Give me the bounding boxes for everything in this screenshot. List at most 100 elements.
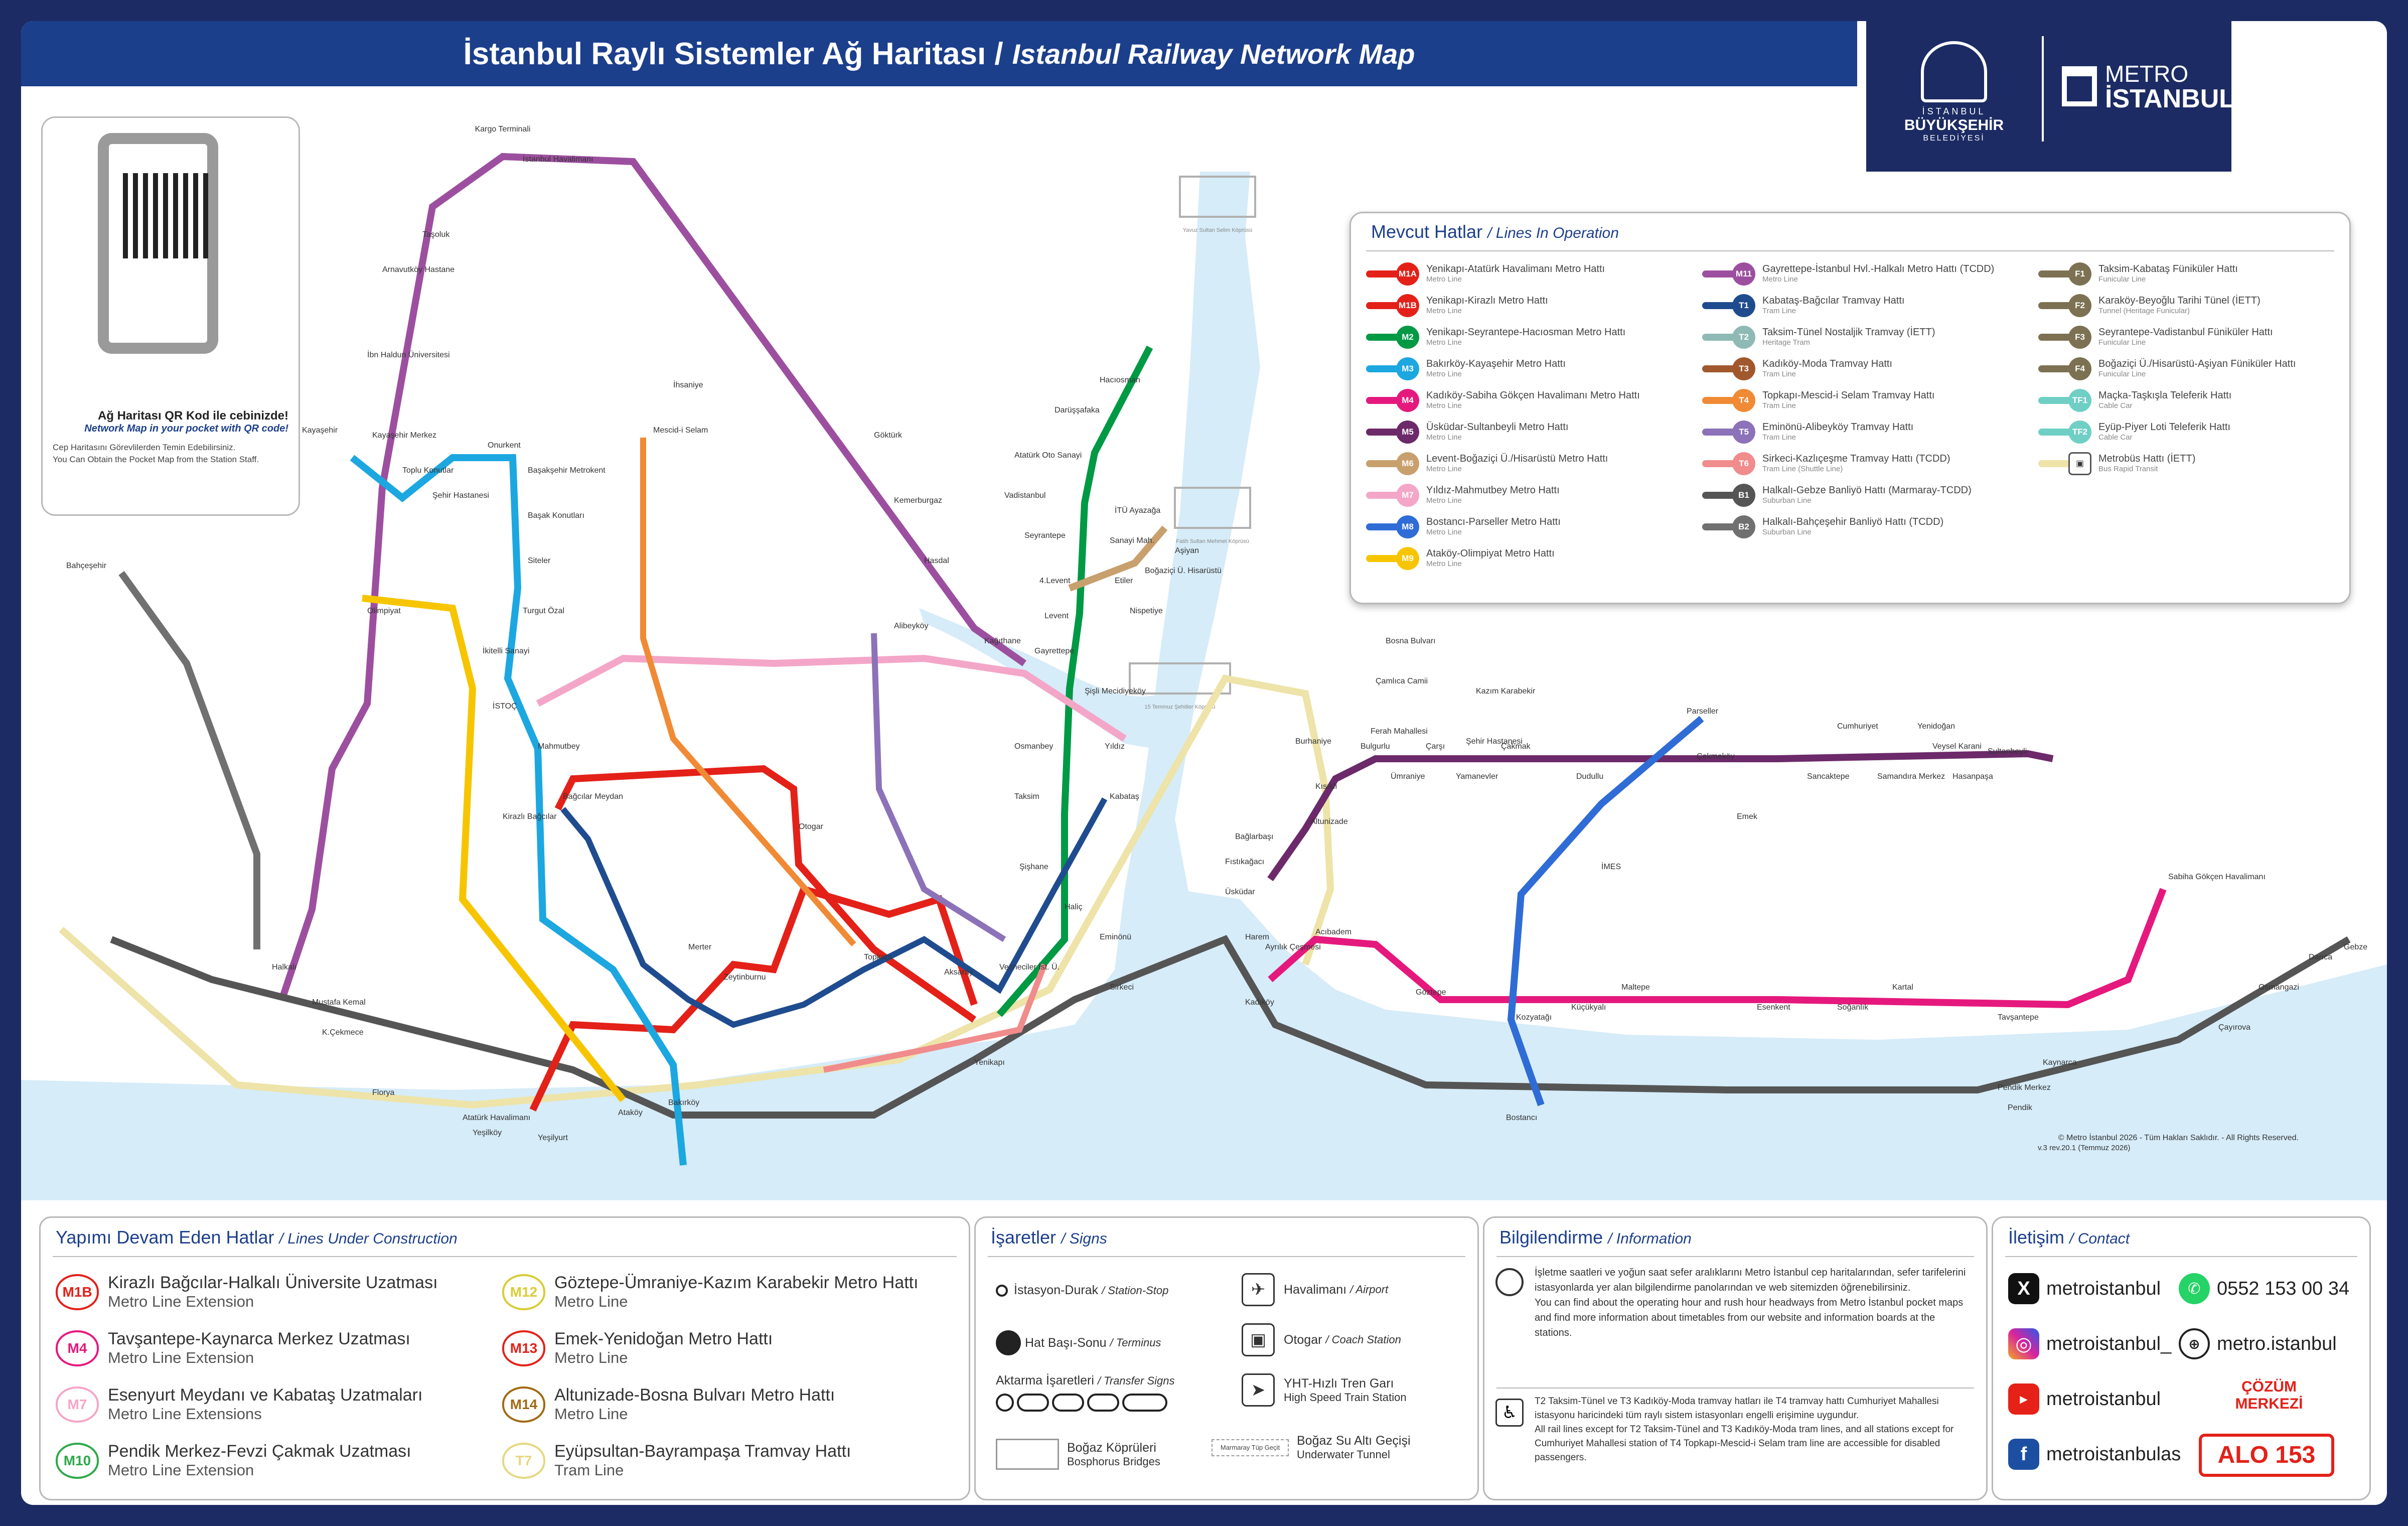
line-swatch bbox=[2038, 302, 2074, 309]
legend-item-name: Kadıköy-Sabiha Gökçen Havalimanı Metro H… bbox=[1426, 390, 1640, 401]
station-ataturk-oto: Atatürk Oto Sanayi bbox=[1014, 451, 1082, 460]
sign-station-label-en: / Station-Stop bbox=[1102, 1284, 1169, 1297]
station-hasanpasa: Hasanpaşa bbox=[1952, 772, 1993, 781]
station-aksaray: Aksaray bbox=[944, 968, 973, 977]
station-bogazici: Boğaziçi Ü. Hisarüstü bbox=[1145, 566, 1222, 575]
signs-title-en: / Signs bbox=[1061, 1230, 1107, 1247]
construction-sub: Metro Line Extension bbox=[108, 1349, 254, 1366]
bridge-fsm-label: Fatih Sultan Mehmet Köprüsü bbox=[1176, 538, 1249, 544]
line-badge: M8 bbox=[1396, 515, 1419, 538]
contact-whatsapp[interactable]: ✆ 0552 153 00 34 bbox=[2179, 1273, 2349, 1304]
sign-coach: ▣ Otogar / Coach Station bbox=[1242, 1323, 1401, 1356]
info-p2-tr: T2 Taksim-Tünel ve T3 Kadıköy-Moda tramv… bbox=[1535, 1396, 1939, 1421]
contact-x-label: metroistanbul bbox=[2046, 1278, 2161, 1299]
sign-transfer-label-en: / Transfer Signs bbox=[1097, 1374, 1175, 1387]
globe-icon: ⊕ bbox=[2179, 1328, 2210, 1359]
info-p2-en: All rail lines except for T2 Taksim-Tüne… bbox=[1535, 1424, 1954, 1463]
station-cakmak: Çakmak bbox=[1501, 742, 1531, 751]
station-umraniye: Ümraniye bbox=[1391, 772, 1425, 781]
contact-instagram[interactable]: ◎ metroistanbul_ bbox=[2008, 1328, 2171, 1359]
station-otogar: Otogar bbox=[799, 822, 824, 831]
line-m2 bbox=[996, 345, 1153, 1017]
bridge-yavuz-label: Yavuz Sultan Selim Köprüsü bbox=[1183, 227, 1253, 233]
legend-item-name: Seyrantepe-Vadistanbul Füniküler Hattı bbox=[2098, 327, 2273, 338]
station-ikitelli: İkitelli Sanayi bbox=[483, 646, 529, 655]
line-badge: T6 bbox=[1732, 452, 1755, 475]
qr-code[interactable] bbox=[123, 173, 208, 258]
construction-badge: M13 bbox=[502, 1330, 545, 1366]
line-swatch bbox=[1702, 397, 1738, 404]
contact-youtube[interactable]: ▶ metroistanbul bbox=[2008, 1383, 2161, 1415]
legend-item-name: Gayrettepe-İstanbul Hvl.-Halkalı Metro H… bbox=[1762, 263, 1995, 274]
line-swatch bbox=[1366, 492, 1402, 499]
qr-note-en: You Can Obtain the Pocket Map from the S… bbox=[53, 455, 259, 464]
construction-badge: M10 bbox=[56, 1442, 99, 1479]
contact-web[interactable]: ⊕ metro.istanbul bbox=[2179, 1328, 2337, 1359]
station-merter: Merter bbox=[688, 943, 712, 951]
line-swatch bbox=[2038, 460, 2074, 467]
ibb-crest-icon bbox=[1921, 41, 1987, 102]
station-kayasehir-merkez: Kayaşehir Merkez bbox=[372, 431, 436, 440]
line-metrobus bbox=[59, 674, 1334, 1109]
legend-item-name: Maçka-Taşkışla Teleferik Hattı bbox=[2098, 390, 2232, 401]
legend-item-sub: Metro Line bbox=[1426, 465, 1462, 473]
construction-name: Eyüpsultan-Bayrampaşa Tramvay Hattı bbox=[554, 1442, 851, 1461]
legend-item-name: Taksim-Tünel Nostaljik Tramvay (İETT) bbox=[1762, 327, 1935, 338]
line-badge: F3 bbox=[2068, 326, 2091, 349]
legend-title-en: / Lines In Operation bbox=[1487, 225, 1619, 241]
station-basak-konutlari: Başak Konutları bbox=[528, 511, 584, 520]
contact-x[interactable]: X metroistanbul bbox=[2008, 1273, 2161, 1304]
station-kazim-karabekir: Kazım Karabekir bbox=[1476, 687, 1536, 696]
station-tasoluk: Taşoluk bbox=[422, 230, 450, 239]
station-sultanbeyli: Sultanbeyli bbox=[1988, 747, 2027, 756]
station-toplu: Toplu Konutlar bbox=[402, 466, 454, 475]
contact-phone-label: 0552 153 00 34 bbox=[2217, 1278, 2350, 1299]
network-map-svg: Yavuz Sultan Selim Köprüsü Fatih Sultan … bbox=[21, 125, 2387, 1200]
legend-item-name: Yıldız-Mahmutbey Metro Hattı bbox=[1426, 485, 1560, 496]
station-ist-airport: İstanbul Havalimanı bbox=[523, 154, 593, 164]
station-kirazli: Kirazlı Bağcılar bbox=[503, 812, 557, 821]
station-kemerburgaz: Kemerburgaz bbox=[894, 496, 942, 505]
station-kagithane: Kağıthane bbox=[984, 637, 1021, 645]
legend-item-sub: Suburban Line bbox=[1762, 528, 1812, 536]
legend-item-name: Levent-Boğaziçi Ü./Hisarüstü Metro Hattı bbox=[1426, 453, 1608, 464]
bridge-yavuz: Yavuz Sultan Selim Köprüsü bbox=[1179, 176, 1256, 233]
legend-item-sub: Funicular Line bbox=[2098, 338, 2146, 347]
station-sancaktepe: Sancaktepe bbox=[1807, 772, 1850, 781]
contact-facebook[interactable]: f metroistanbulas bbox=[2008, 1439, 2181, 1470]
station-bagcilar: Bağcılar Meydan bbox=[563, 792, 623, 801]
line-m7 bbox=[536, 654, 1127, 742]
construction-title: Yapımı Devam Eden Hatlar / Lines Under C… bbox=[56, 1227, 458, 1248]
station-kaynarca: Kaynarca bbox=[2043, 1058, 2077, 1067]
station-parseller: Parseller bbox=[1687, 707, 1719, 716]
construction-sub: Metro Line bbox=[554, 1349, 628, 1366]
sign-terminus-label: Hat Başı-Sonu bbox=[1025, 1335, 1107, 1350]
legend-item-name: Topkapı-Mescid-i Selam Tramvay Hattı bbox=[1762, 390, 1935, 401]
line-swatch bbox=[1366, 523, 1402, 530]
legend-item-sub: Funicular Line bbox=[2098, 275, 2146, 284]
station-samandira: Samandıra Merkez bbox=[1877, 772, 1945, 781]
legend-item-sub: Bus Rapid Transit bbox=[2098, 465, 2158, 473]
sign-tunnel: Marmaray Tüp Geçit Boğaz Su Altı Geçişi … bbox=[1212, 1434, 1411, 1461]
alo-153-badge[interactable]: ALO 153 bbox=[2199, 1434, 2334, 1477]
legend-item-sub: Suburban Line bbox=[1762, 496, 1812, 505]
legend-item-sub: Metro Line bbox=[1426, 496, 1462, 505]
line-swatch bbox=[1702, 460, 1738, 467]
signs-panel: İşaretler / Signs İstasyon-Durak / Stati… bbox=[974, 1216, 1479, 1500]
info-panel: Bilgilendirme / Information İşletme saat… bbox=[1483, 1216, 1988, 1500]
line-m1a bbox=[529, 885, 978, 1112]
construction-name: Emek-Yenidoğan Metro Hattı bbox=[554, 1329, 773, 1348]
accessibility-icon: ♿ bbox=[1495, 1399, 1524, 1427]
construction-sub: Tram Line bbox=[554, 1461, 624, 1479]
ibb-line3: BELEDİYESİ bbox=[1923, 134, 1985, 143]
construction-sub: Metro Line bbox=[554, 1405, 628, 1423]
legend-item-sub: Tram Line (Shuttle Line) bbox=[1762, 465, 1843, 473]
station-esenkent: Esenkent bbox=[1757, 1003, 1790, 1012]
line-badge: M6 bbox=[1396, 452, 1419, 475]
transfer-icon bbox=[1052, 1394, 1084, 1412]
